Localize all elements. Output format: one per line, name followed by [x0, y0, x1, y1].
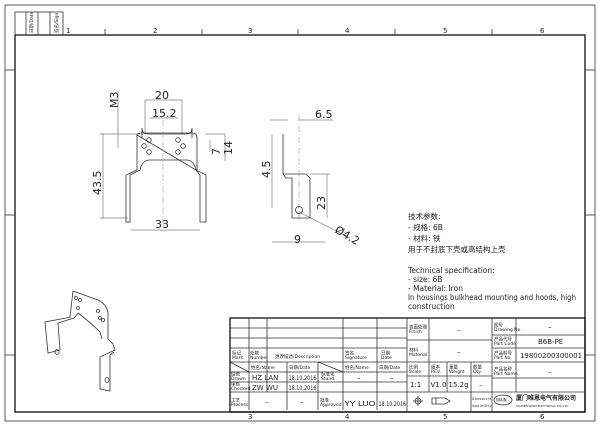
dim-20: 20 [155, 89, 169, 102]
zone-numbers: 1 2 3 4 5 6 3 4 5 6 [66, 27, 545, 421]
tb-part-code-val: B6B-PE [538, 338, 563, 346]
corner-sign: 签名/Sign [53, 13, 60, 33]
tb-process-date: – [300, 398, 304, 406]
corner-box: 日期/Date 签名/Sign [14, 11, 64, 36]
projection-symbol-icon [413, 396, 451, 406]
tb-part-name-val: – [548, 368, 552, 376]
svg-text:construction: construction [408, 302, 455, 311]
svg-text:5: 5 [443, 413, 447, 421]
tb-drawn-name: HZ LAN [252, 374, 278, 382]
tb-description: 更改描述/Description [275, 353, 320, 360]
dim-33: 33 [155, 218, 169, 231]
tb-scale-val: 1:1 [410, 381, 421, 389]
svg-text:3: 3 [248, 413, 252, 421]
dim-m3: M3 [108, 92, 121, 109]
corner-date: 日期/Date [29, 11, 35, 33]
outer-border [4, 4, 596, 422]
svg-text:3: 3 [248, 27, 252, 35]
svg-text:4: 4 [345, 27, 350, 35]
svg-text:2: 2 [153, 27, 157, 35]
svg-text:Technical specification:: Technical specification: [407, 266, 495, 275]
svg-text:- size: 6B: - size: 6B [408, 275, 442, 284]
svg-text:4: 4 [345, 413, 350, 421]
tb-drawing-no-val: – [548, 323, 552, 331]
dim-14: 14 [222, 141, 235, 155]
tb-company-cn: 厦门唯恩电气有限公司 [516, 394, 576, 402]
tb-date-col: 日期/Date [289, 365, 311, 371]
tb-checked-date: 18.10.2016 [289, 385, 317, 392]
tb-finish-val: – [457, 326, 461, 334]
tb-approved-date: 18.10.2016 [379, 401, 407, 408]
svg-text:- 材料: 铁: - 材料: 铁 [408, 233, 441, 243]
tb-drawn-date: 18.10.2016 [289, 375, 317, 382]
isometric-view [44, 290, 116, 392]
svg-text:WAIN: WAIN [496, 398, 507, 403]
tb-stand-name: – [357, 374, 361, 382]
dim-d4-2: Ø4.2 [333, 223, 362, 247]
spec-chinese: 技术参数: - 规格: 6B - 材料: 铁 用于不封底下壳或高结构上壳 [408, 211, 506, 254]
tb-name-col-2: 姓名/Name [345, 364, 369, 371]
tb-date-col-2: 日期/Date [379, 365, 401, 371]
svg-text:6: 6 [540, 27, 545, 35]
tb-name-col: 姓名/Name [251, 364, 275, 371]
company-logo: WAIN [493, 394, 513, 406]
dim-4-5: 4.5 [260, 161, 273, 179]
svg-text:In housings bulkhead mounting: In housings bulkhead mounting and hoods,… [408, 293, 576, 302]
tb-dims-note1: All Dimensions in mm [472, 397, 491, 401]
tb-approved-name: YY LUO [343, 400, 376, 408]
tb-qty-val: – [479, 381, 483, 389]
side-view: 6.5 4.5 23 9 Ø4.2 [260, 108, 362, 248]
dim-43-5: 43.5 [91, 171, 104, 196]
dim-6-5: 6.5 [315, 108, 333, 121]
svg-text:- Material: Iron: - Material: Iron [408, 284, 463, 293]
front-view: 20 15.2 M3 7 14 43.5 33 [91, 89, 235, 231]
dim-15-2: 15.2 [152, 107, 177, 120]
dim-23: 23 [315, 196, 328, 210]
tb-rev-val: V1.0 [431, 381, 447, 389]
svg-text:5: 5 [443, 27, 447, 35]
svg-text:- 规格: 6B: - 规格: 6B [408, 222, 443, 232]
tb-checked-name: ZW WU [252, 384, 278, 392]
svg-text:6: 6 [540, 413, 545, 421]
tb-dims-note2: Original Size DIN A 4 [472, 404, 491, 408]
tb-process-name: – [265, 398, 269, 406]
spec-english: Technical specification: - size: 6B - Ma… [407, 266, 576, 311]
svg-text:用于不封底下壳或高结构上壳: 用于不封底下壳或高结构上壳 [408, 244, 506, 254]
dim-7: 7 [210, 148, 223, 155]
zone-ticks [5, 29, 595, 356]
dim-9: 9 [294, 233, 301, 246]
svg-text:技术参数:: 技术参数: [408, 211, 441, 221]
tb-stand-date: – [390, 374, 394, 382]
tb-weight-val: 15.2g [449, 381, 469, 389]
tb-part-no-val: 19800200300001 [520, 352, 582, 360]
svg-text:1: 1 [66, 27, 70, 35]
tb-material-val: – [457, 348, 461, 356]
tb-company-en: XIAMEN WAIN ELECTRICAL CO.,LTD [516, 404, 569, 408]
